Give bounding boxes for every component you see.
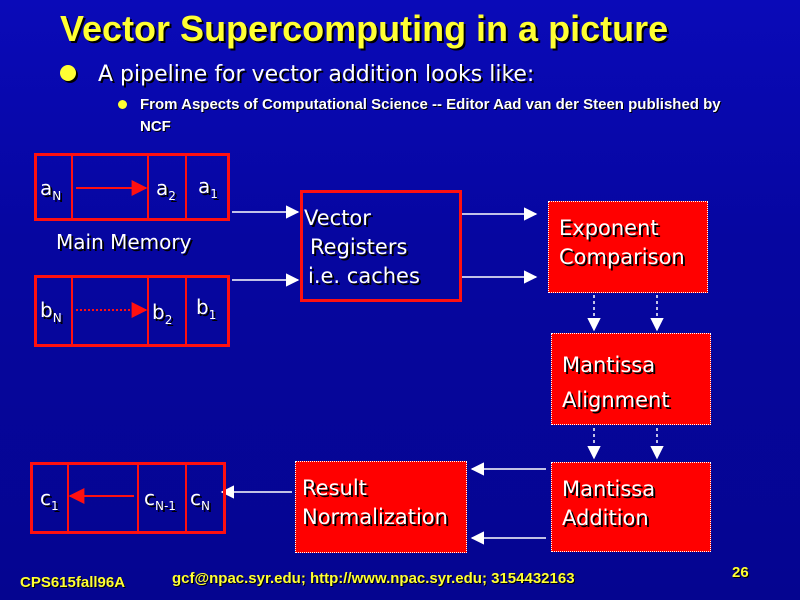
memory-a-first: aN (40, 176, 62, 203)
memory-cell-divider (147, 156, 149, 218)
memory-b-third: b1 (196, 295, 217, 322)
memory-cell-divider (137, 465, 139, 531)
bullet-icon (60, 65, 76, 81)
alignment-line2: Alignment (562, 388, 670, 412)
main-memory-label: Main Memory (56, 230, 192, 254)
memory-cell-divider (71, 156, 73, 218)
footer-contact: gcf@npac.syr.edu; http://www.npac.syr.ed… (172, 570, 575, 587)
vector-registers-line3: i.e. caches (308, 264, 420, 288)
memory-c-third: cN (190, 486, 210, 513)
page-title: Vector Supercomputing in a picture (60, 8, 669, 49)
sub-bullet: From Aspects of Computational Science --… (118, 94, 738, 138)
memory-c-row (30, 462, 226, 534)
exponent-comparison-box: Exponent Comparison (548, 201, 708, 293)
main-bullet-text: A pipeline for vector addition looks lik… (98, 62, 535, 87)
sub-bullet-icon (118, 100, 127, 109)
mantissa-addition-box: Mantissa Addition (551, 462, 711, 552)
memory-cell-divider (185, 465, 187, 531)
vector-registers-line1: Vector (304, 206, 371, 230)
memory-cell-divider (185, 156, 187, 218)
mantissa-alignment-box: Mantissa Alignment (551, 333, 711, 425)
vector-registers-line2: Registers (310, 235, 408, 259)
vector-registers-box (300, 190, 462, 302)
memory-cell-divider (185, 278, 187, 344)
alignment-line1: Mantissa (562, 353, 656, 377)
memory-cell-divider (71, 278, 73, 344)
addition-line2: Addition (562, 506, 649, 530)
memory-cell-divider (67, 465, 69, 531)
addition-line1: Mantissa (562, 477, 656, 501)
memory-b-row (34, 275, 230, 347)
footer-course-code: CPS615fall96A (20, 574, 126, 591)
memory-a-second: a2 (156, 176, 176, 203)
normalization-line2: Normalization (302, 505, 448, 529)
memory-a-row (34, 153, 230, 221)
exponent-line1: Exponent (559, 216, 659, 240)
sub-bullet-text: From Aspects of Computational Science --… (140, 96, 721, 135)
result-normalization-box: Result Normalization (295, 461, 467, 553)
memory-b-second: b2 (152, 300, 173, 327)
normalization-line1: Result (302, 476, 367, 500)
main-bullet: A pipeline for vector addition looks lik… (60, 62, 534, 87)
memory-a-third: a1 (198, 174, 218, 201)
memory-cell-divider (147, 278, 149, 344)
memory-c-second: cN-1 (144, 486, 176, 513)
page-number: 26 (732, 564, 749, 581)
memory-b-first: bN (40, 298, 62, 325)
memory-c-first: c1 (40, 486, 59, 513)
exponent-line2: Comparison (559, 245, 685, 269)
